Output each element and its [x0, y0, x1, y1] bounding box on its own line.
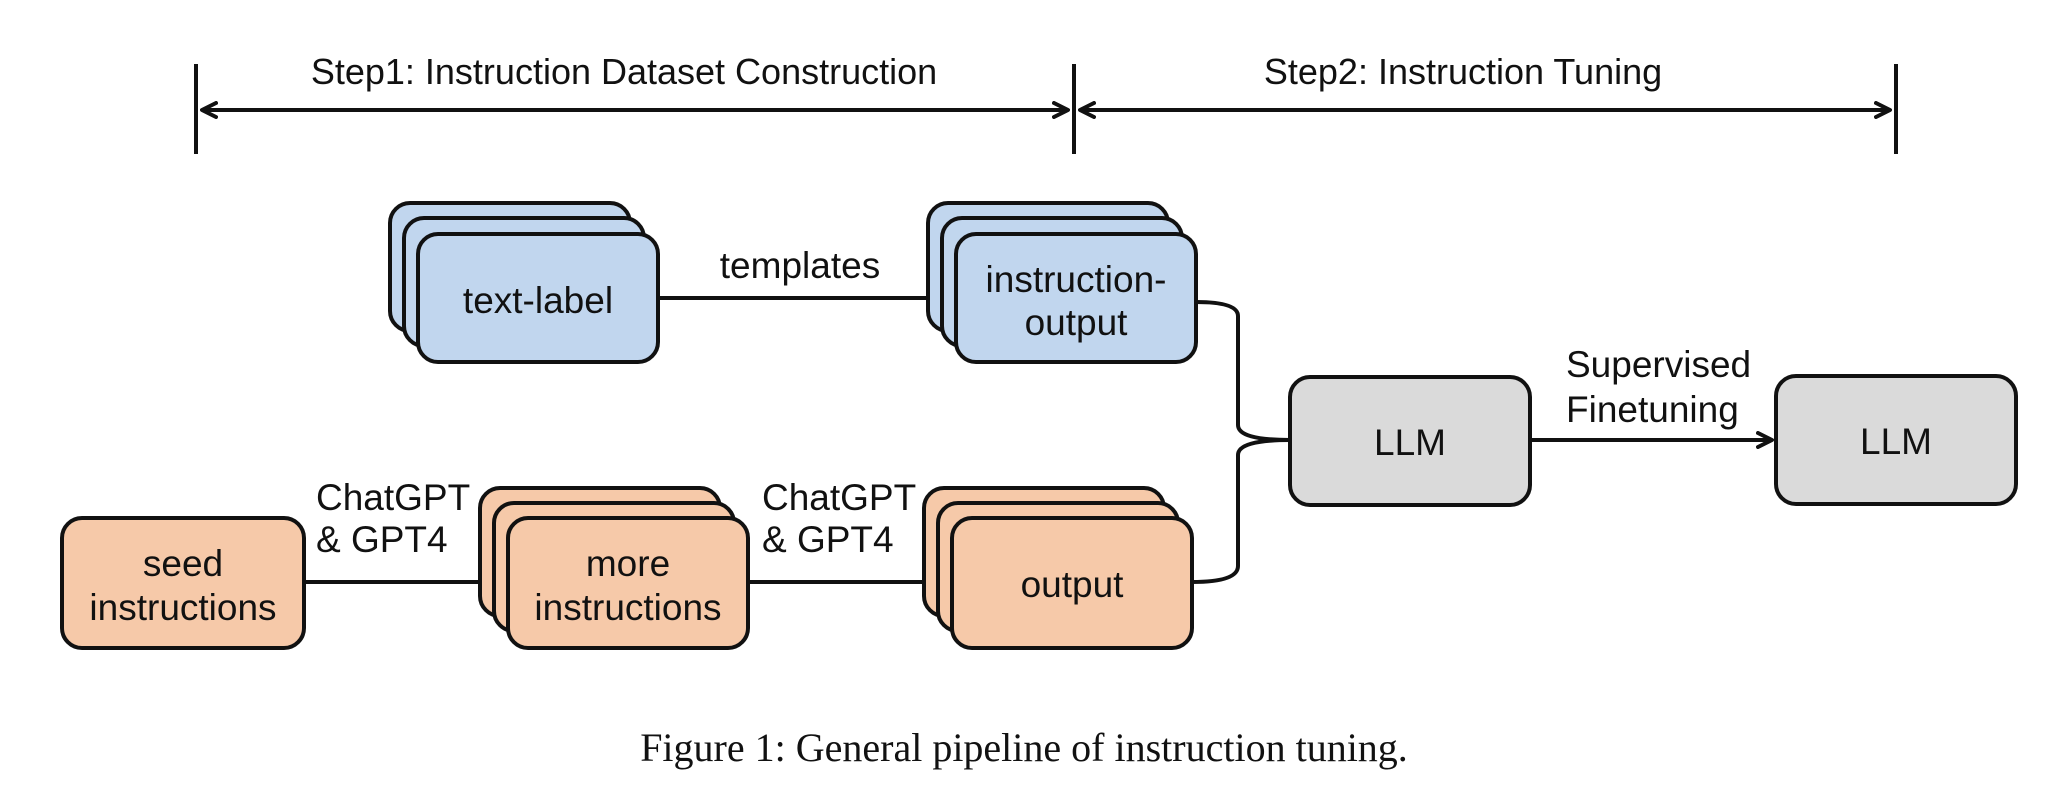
more-instructions-stack: more instructions — [478, 486, 750, 650]
seed-instructions-node: seed instructions — [60, 516, 306, 650]
llm-base-text: LLM — [1374, 422, 1446, 463]
output-text: output — [1021, 564, 1125, 605]
chatgpt-label-1-line2: & GPT4 — [316, 519, 448, 560]
llm-base-node: LLM — [1288, 375, 1532, 507]
step2-label: Step2: Instruction Tuning — [1264, 51, 1662, 92]
instruction-output-text-line1: instruction- — [986, 259, 1167, 300]
templates-label: templates — [720, 245, 880, 286]
more-instructions-text-line2: instructions — [534, 587, 721, 628]
instruction-output-stack: instruction- output — [926, 201, 1198, 364]
chatgpt-label-2-line2: & GPT4 — [762, 519, 894, 560]
llm-tuned-text: LLM — [1860, 421, 1932, 462]
more-instructions-text-line1: more — [586, 543, 670, 584]
output-card-front — [950, 516, 1194, 650]
seed-instructions-text-line2: instructions — [89, 587, 276, 628]
step-brackets: Step1: Instruction Dataset Construction … — [194, 51, 1898, 154]
supervised-label-line1: Supervised — [1566, 344, 1751, 385]
more-instructions-card-front — [506, 516, 750, 650]
instruction-output-text-line2: output — [1025, 302, 1129, 343]
instruction-output-card-front — [954, 232, 1198, 364]
text-label-stack: text-label — [388, 201, 660, 364]
llm-tuned-box — [1774, 374, 2018, 506]
llm-tuned-node: LLM — [1774, 374, 2018, 506]
step1-label: Step1: Instruction Dataset Construction — [311, 51, 937, 92]
chatgpt-label-2-line1: ChatGPT — [762, 477, 916, 518]
supervised-label-line2: Finetuning — [1566, 389, 1739, 430]
seed-instructions-text-line1: seed — [143, 543, 223, 584]
edge-labels: templates ChatGPT & GPT4 ChatGPT & GPT4 … — [316, 245, 1751, 560]
chatgpt-label-1-line1: ChatGPT — [316, 477, 470, 518]
llm-base-box — [1288, 375, 1532, 507]
seed-instructions-box — [60, 516, 306, 650]
merge-brace — [1191, 300, 1291, 584]
text-label-card-front — [416, 232, 660, 364]
output-stack: output — [922, 486, 1194, 650]
text-label-text: text-label — [463, 280, 613, 321]
figure-caption: Figure 1: General pipeline of instructio… — [640, 725, 1408, 770]
